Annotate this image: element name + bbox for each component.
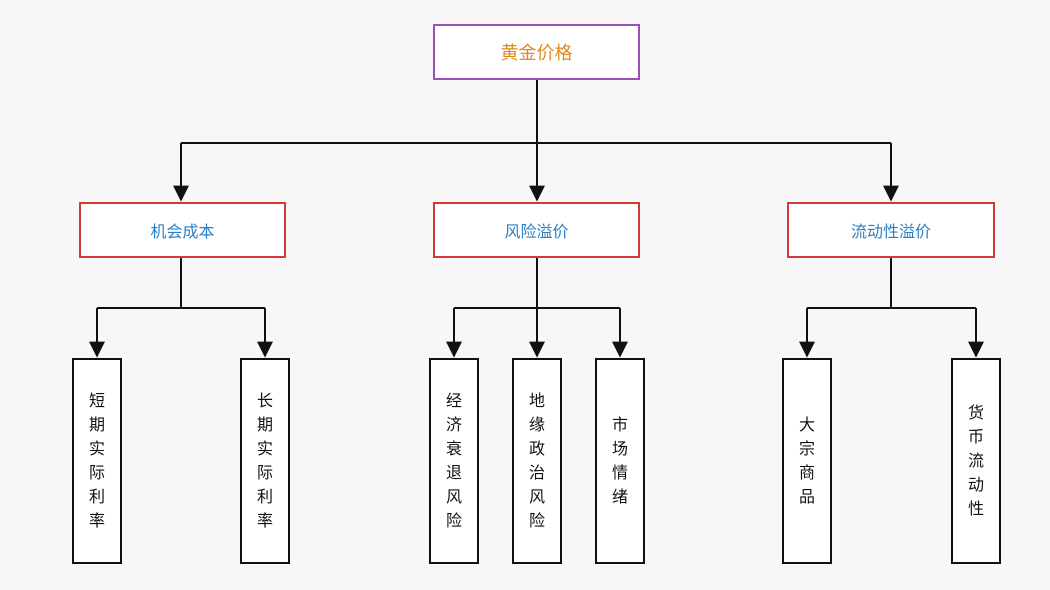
leaf-node-commodities: 大宗商品 [782, 358, 832, 564]
leaf-label: 经济衰退风险 [445, 391, 462, 530]
category-node-liquidity-premium: 流动性溢价 [787, 202, 995, 258]
category-node-risk-premium: 风险溢价 [433, 202, 640, 258]
leaf-node-recession-risk: 经济衰退风险 [429, 358, 479, 564]
category-node-opportunity-cost: 机会成本 [79, 202, 286, 258]
category-label: 风险溢价 [504, 222, 569, 241]
leaf-node-geopolitical-risk: 地缘政治风险 [512, 358, 562, 564]
leaf-node-long-term-real-rate: 长期实际利率 [240, 358, 290, 564]
leaf-label: 大宗商品 [798, 415, 815, 506]
leaf-node-short-term-real-rate: 短期实际利率 [72, 358, 122, 564]
root-node: 黄金价格 [433, 24, 640, 80]
leaf-label: 长期实际利率 [256, 391, 273, 530]
leaf-label: 短期实际利率 [88, 391, 105, 530]
leaf-node-monetary-liquidity: 货币流动性 [951, 358, 1001, 564]
category-label: 流动性溢价 [850, 222, 931, 241]
leaf-label: 地缘政治风险 [528, 391, 545, 530]
leaf-node-market-sentiment: 市场情绪 [595, 358, 645, 564]
leaf-label: 市场情绪 [611, 415, 628, 506]
category-label: 机会成本 [150, 222, 215, 241]
root-label: 黄金价格 [500, 43, 573, 64]
leaf-label: 货币流动性 [967, 403, 984, 518]
